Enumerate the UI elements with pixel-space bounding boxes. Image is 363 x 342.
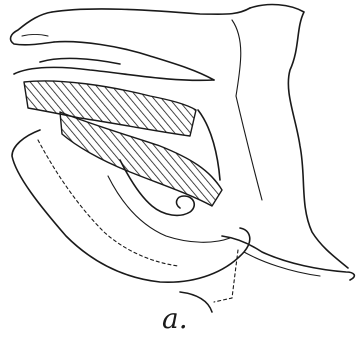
right-body-inner-fold [232,20,262,200]
upper-plate-outline [40,8,250,80]
lower-projection-underside [244,252,320,276]
label-leader-dashed [214,250,238,302]
upper-tip [11,12,54,45]
figure-label: a. [162,305,188,333]
upper-hatched-band [24,81,196,136]
upper-tip-inner [22,35,48,37]
right-body-outline [250,5,348,268]
lower-projection [222,236,354,280]
